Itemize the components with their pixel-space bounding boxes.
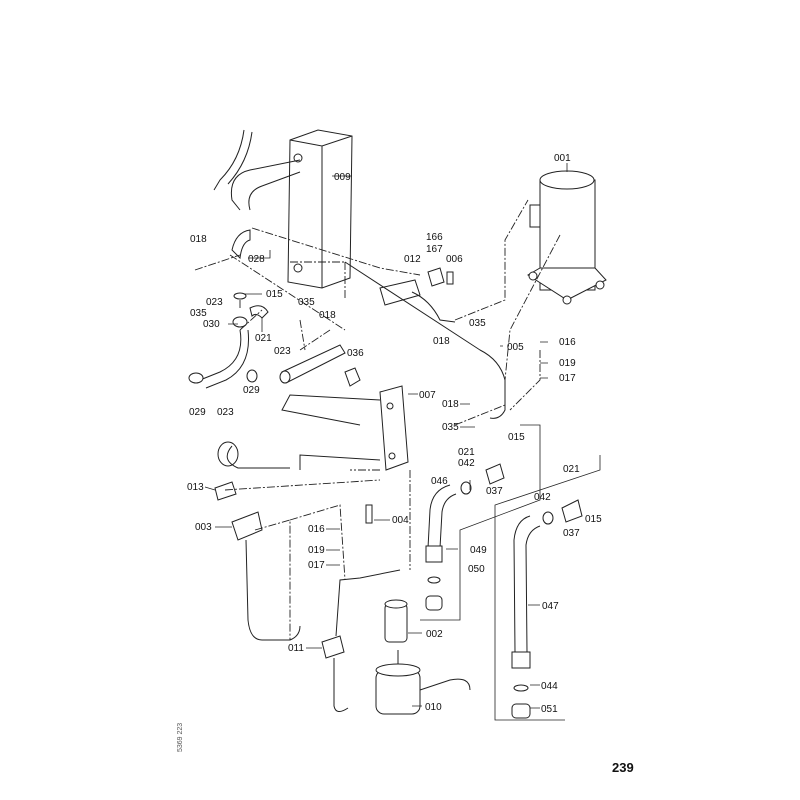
pipe-047 (511, 499, 583, 719)
part-label: 021 (458, 447, 475, 458)
plate-heat-exchanger-009 (213, 129, 353, 289)
part-label: 016 (308, 524, 325, 535)
part-label: 012 (404, 254, 421, 265)
part-label: 042 (458, 458, 475, 469)
hoses-023 (188, 229, 361, 389)
part-label: 036 (347, 348, 364, 359)
drawing-number: 5369 223 (177, 723, 184, 752)
part-label: 017 (559, 373, 576, 384)
part-label: 002 (426, 629, 443, 640)
part-label: 023 (217, 407, 234, 418)
part-label: 018 (433, 336, 450, 347)
part-label: 019 (308, 545, 325, 556)
part-label: 047 (542, 601, 559, 612)
part-label: 018 (442, 399, 459, 410)
part-label: 016 (559, 337, 576, 348)
part-label: 028 (248, 254, 265, 265)
valve-003 (214, 481, 301, 641)
part-label: 015 (266, 289, 283, 300)
part-label: 017 (308, 560, 325, 571)
compressor-001 (527, 170, 607, 305)
part-label: 037 (486, 486, 503, 497)
part-label: 001 (554, 153, 571, 164)
part-label: 013 (187, 482, 204, 493)
part-label: 018 (190, 234, 207, 245)
part-label: 051 (541, 704, 558, 715)
part-label: 049 (470, 545, 487, 556)
part-label: 035 (469, 318, 486, 329)
filter-dryer-002 (384, 599, 408, 643)
receiver-010 (375, 650, 471, 715)
part-label: 007 (419, 390, 436, 401)
part-label: 044 (541, 681, 558, 692)
part-label: 035 (298, 297, 315, 308)
part-label: 023 (206, 297, 223, 308)
part-label: 042 (534, 492, 551, 503)
part-label: 167 (426, 244, 443, 255)
valve-011 (321, 504, 401, 712)
part-label: 166 (426, 232, 443, 243)
part-label: 015 (508, 432, 525, 443)
part-label: 050 (468, 564, 485, 575)
part-label: 019 (559, 358, 576, 369)
part-label: 005 (507, 342, 524, 353)
part-label: 015 (585, 514, 602, 525)
pipe-046 (425, 463, 505, 611)
part-label: 003 (195, 522, 212, 533)
assembly-lines (194, 199, 561, 640)
part-label: 037 (563, 528, 580, 539)
part-label: 035 (442, 422, 459, 433)
part-label: 006 (446, 254, 463, 265)
page-number: 239 (612, 760, 634, 775)
part-label: 010 (425, 702, 442, 713)
part-label: 029 (243, 385, 260, 396)
group-bracket-050 (494, 455, 601, 721)
part-label: 030 (203, 319, 220, 330)
heat-exchanger-007 (217, 385, 409, 471)
group-bracket-049 (420, 424, 541, 621)
part-label: 004 (392, 515, 409, 526)
part-labels: 009 001 018 028 023 035 015 030 021 035 … (187, 153, 602, 715)
part-label: 011 (288, 643, 304, 654)
part-label: 009 (334, 172, 351, 183)
part-label: 018 (319, 310, 336, 321)
part-label: 035 (190, 308, 207, 319)
part-label: 023 (274, 346, 291, 357)
part-label: 021 (563, 464, 580, 475)
leader-lines (204, 163, 568, 709)
part-label: 021 (255, 333, 272, 344)
part-label: 029 (189, 407, 206, 418)
part-label: 046 (431, 476, 448, 487)
